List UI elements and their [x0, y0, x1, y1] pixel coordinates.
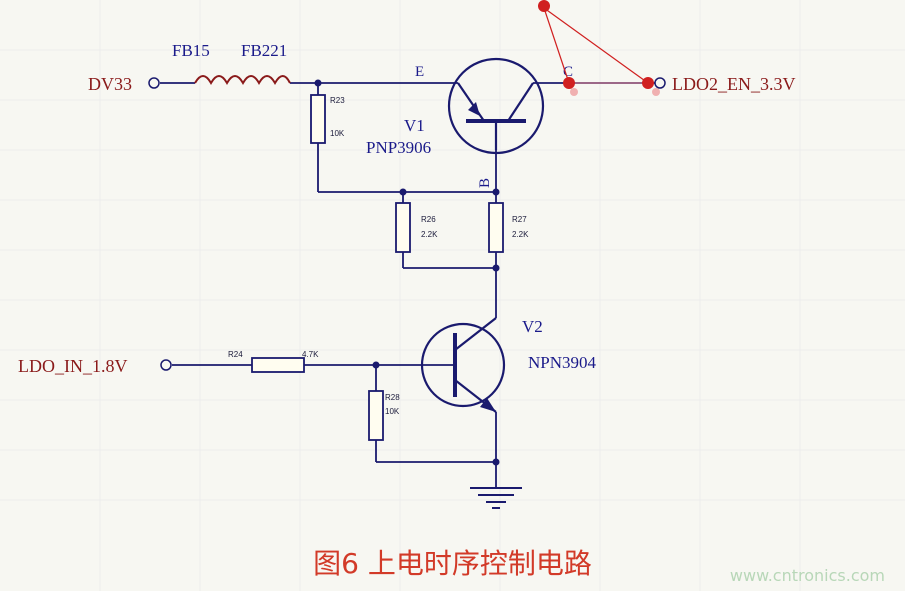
- resistor-ref-r28: R28: [385, 393, 400, 402]
- figure-caption: 图6 上电时序控制电路: [313, 547, 592, 580]
- ferrite-label-fb221: FB221: [241, 41, 287, 60]
- resistor-value-r24: 4.7K: [302, 350, 319, 359]
- resistor-ref-r27: R27: [512, 215, 527, 224]
- dv33-port-icon: [148, 77, 160, 89]
- resistor-value-r26: 2.2K: [421, 230, 438, 239]
- net-label-ldo-in: LDO_IN_1.8V: [18, 356, 128, 376]
- resistor-r23: [310, 94, 326, 144]
- pin-label-b: B: [477, 178, 493, 188]
- resistor-r28: [368, 390, 384, 441]
- resistor-value-r27: 2.2K: [512, 230, 529, 239]
- pin-label-e: E: [415, 64, 424, 80]
- transistor-ref-v1: V1: [404, 116, 425, 135]
- ferrite-bead-icon: [194, 75, 291, 86]
- transistor-part-v2: NPN3904: [528, 353, 597, 372]
- selection-marker-icon: [538, 0, 660, 96]
- net-label-dv33: DV33: [88, 74, 132, 94]
- resistor-r27: [488, 202, 504, 253]
- resistor-ref-r26: R26: [421, 215, 436, 224]
- resistor-r26: [395, 202, 411, 253]
- pin-label-c: C: [563, 64, 573, 80]
- transistor-part-v1: PNP3906: [366, 138, 431, 157]
- resistor-value-r23: 10K: [330, 129, 345, 138]
- resistor-ref-r24: R24: [228, 350, 243, 359]
- ground-icon: [470, 487, 522, 509]
- npn-transistor-icon: [420, 317, 506, 413]
- junctions: [314, 79, 500, 466]
- ferrite-label-fb15: FB15: [172, 41, 210, 60]
- resistor-ref-r23: R23: [330, 96, 345, 105]
- watermark: www.cntronics.com: [729, 566, 885, 585]
- resistor-value-r28: 10K: [385, 407, 400, 416]
- pnp-transistor-icon: [447, 57, 545, 155]
- transistor-ref-v2: V2: [522, 317, 543, 336]
- resistor-r24: [251, 357, 305, 373]
- net-label-ldo2-en: LDO2_EN_3.3V: [672, 74, 796, 94]
- ldo2-en-port-icon: [654, 77, 666, 89]
- ldo-in-port-icon: [160, 359, 172, 371]
